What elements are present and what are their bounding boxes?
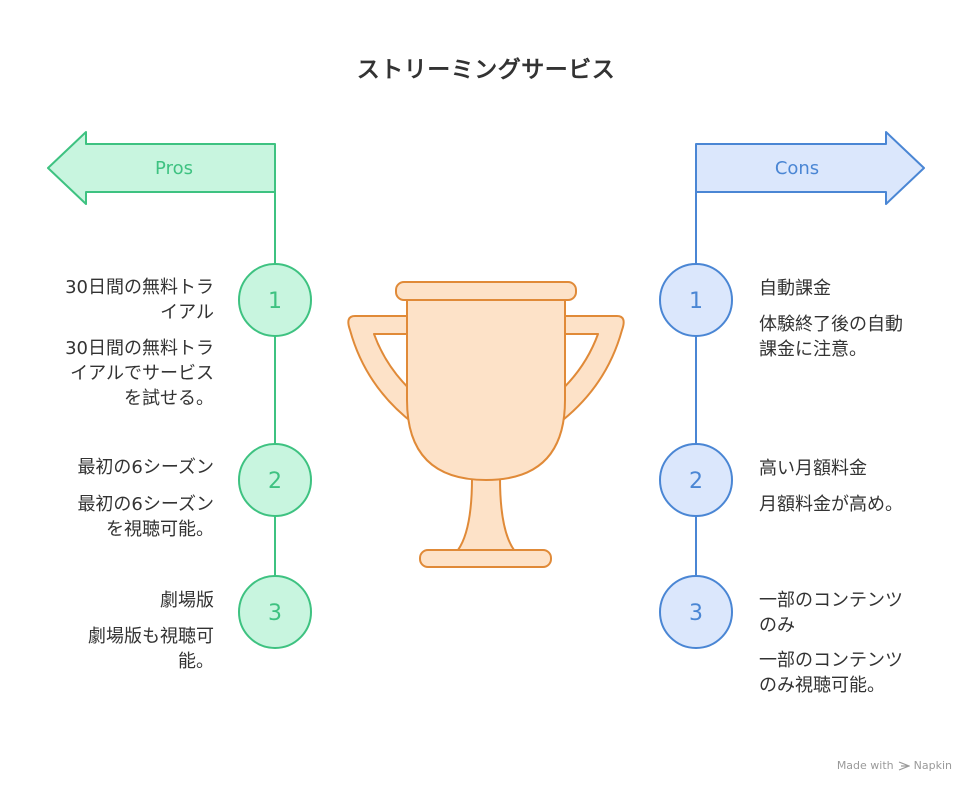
- pros-label: Pros: [155, 158, 193, 179]
- cons-item-1-title: 自動課金: [759, 278, 831, 299]
- pros-item-2-title: 最初の6シーズン: [77, 457, 214, 478]
- page-title: ストリーミングサービス: [356, 57, 616, 83]
- pros-marker-2: 2: [238, 443, 312, 517]
- svg-text:2: 2: [268, 469, 282, 494]
- pros-item-3-description: 劇場版も視聴可 能。: [88, 626, 214, 672]
- pros-item-2-description: 最初の6シーズン を視聴可能。: [77, 494, 214, 540]
- cons-item-2-description: 月額料金が高め。: [759, 494, 903, 515]
- footer-attribution: Made with Napkin: [837, 759, 952, 772]
- pros-item-1-description: 30日間の無料トラ イアルでサービス を試せる。: [65, 338, 214, 409]
- napkin-logo-icon: [898, 760, 910, 771]
- cons-marker-2: 2: [659, 443, 733, 517]
- pros-arrow: [47, 131, 276, 205]
- brand-text: Napkin: [913, 759, 952, 772]
- svg-text:2: 2: [689, 469, 703, 494]
- pros-item-1-title: 30日間の無料トラ イアル: [65, 277, 214, 323]
- cons-item-3-title: 一部のコンテンツ のみ: [759, 590, 903, 636]
- cons-arrow: [695, 131, 925, 205]
- cons-item-3-description: 一部のコンテンツ のみ視聴可能。: [759, 650, 903, 696]
- svg-text:3: 3: [268, 601, 282, 626]
- cons-item-1-description: 体験終了後の自動 課金に注意。: [759, 314, 903, 360]
- trophy-icon: [347, 281, 625, 568]
- pros-marker-1: 1: [238, 263, 312, 337]
- made-with-text: Made with: [836, 759, 894, 772]
- svg-text:1: 1: [268, 289, 282, 314]
- svg-text:3: 3: [689, 601, 703, 626]
- pros-marker-3: 3: [238, 575, 312, 649]
- cons-label: Cons: [775, 158, 819, 179]
- svg-text:1: 1: [689, 289, 703, 314]
- cons-marker-3: 3: [659, 575, 733, 649]
- cons-marker-1: 1: [659, 263, 733, 337]
- cons-item-2-title: 高い月額料金: [759, 458, 867, 479]
- pros-item-3-title: 劇場版: [160, 590, 214, 611]
